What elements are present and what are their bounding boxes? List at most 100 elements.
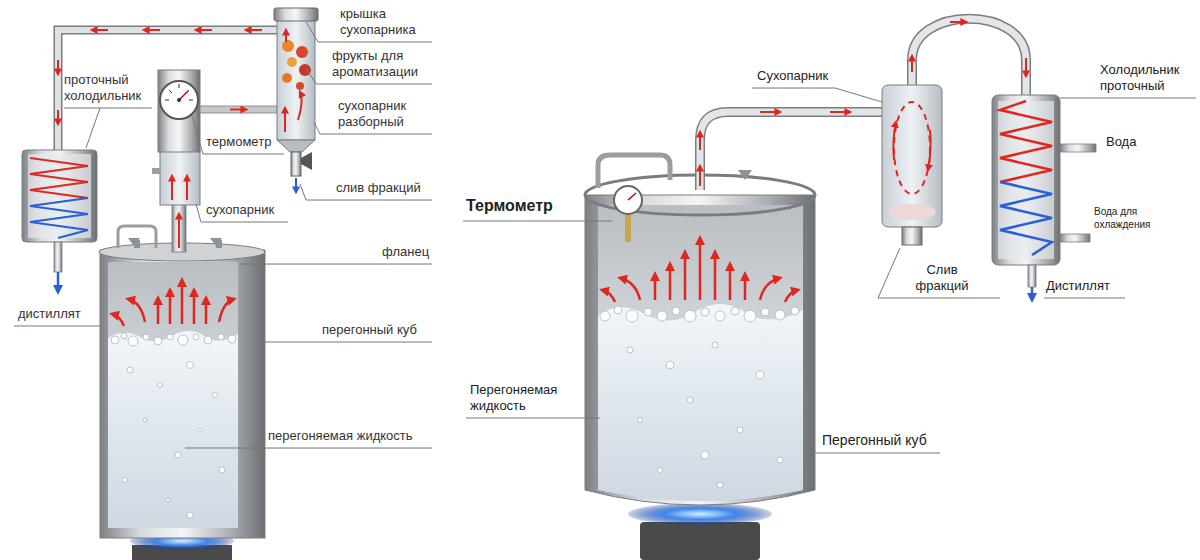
- right-leader-lines: [752, 88, 882, 102]
- part-label: сухопарник: [206, 202, 286, 218]
- right-bubbles: [756, 371, 764, 379]
- part-label: проточный холодильник: [64, 72, 152, 105]
- right-burner: [628, 503, 772, 525]
- right-pipe-arrows: [760, 111, 780, 113]
- left-vapor-arrows: [205, 298, 208, 324]
- left-bubbles: [175, 452, 181, 458]
- right-dryer: [882, 85, 942, 227]
- left-leader-lines: [240, 264, 432, 265]
- right-dryer: [894, 102, 930, 194]
- left-bubbles: [218, 334, 224, 340]
- left-leader-lines: [265, 342, 432, 343]
- left-bubbles: [204, 336, 212, 344]
- distillate-arrow: [57, 272, 60, 292]
- left-bubbles: [166, 498, 170, 502]
- part-label: Холодильник проточный: [1100, 62, 1196, 95]
- right-leader-lines: [812, 453, 940, 454]
- left-bubbles: [198, 428, 202, 432]
- right-bubbles: [715, 311, 725, 321]
- left-still-pot: [134, 240, 140, 248]
- right-pipe-arrows: [700, 22, 1026, 186]
- left-bubbles: [193, 334, 199, 340]
- part-label: Дистиллят: [1046, 278, 1126, 294]
- right-vapor-arrows: [729, 264, 732, 300]
- part-label: Перегонный куб: [822, 432, 942, 450]
- left-still-pot: [108, 331, 238, 528]
- left-column: [152, 168, 160, 174]
- left-column-arrows: [172, 176, 187, 248]
- right-pipe-arrows: [699, 132, 701, 150]
- right-bubbles: [684, 310, 696, 322]
- left-bubbles: [213, 393, 218, 398]
- left-still-pot: [99, 226, 265, 538]
- right-bubbles: [672, 307, 680, 315]
- part-label: дистиллят: [18, 306, 98, 322]
- right-vapor-pipes: [700, 112, 882, 190]
- right-pipe-arrows: [699, 166, 701, 186]
- left-vapor-pipes: [200, 106, 277, 113]
- right-dryer-arrows: [928, 130, 931, 170]
- left-dismountable-dryer: [287, 57, 297, 67]
- left-vapor-arrows: [157, 298, 160, 324]
- left-leader-lines: [14, 22, 432, 448]
- right-bubbles: [744, 310, 756, 322]
- left-vapor-arrows: [112, 314, 124, 326]
- left-cooler: [54, 242, 62, 272]
- left-cooler: [22, 150, 97, 242]
- left-column-arrows: [178, 214, 180, 248]
- right-vapor-pipes: [700, 19, 1026, 190]
- right-leader-lines: [463, 88, 1196, 453]
- part-label: термометр: [206, 134, 286, 150]
- right-cooler: [992, 95, 1060, 265]
- right-leader-lines: [878, 248, 1000, 298]
- left-pipe-arrows: [57, 110, 59, 124]
- right-vapor-pipes: [912, 19, 1026, 96]
- right-still-pot: [598, 155, 670, 188]
- part-label: Вода для охлаждения: [1094, 206, 1166, 231]
- right-bubbles: [701, 308, 709, 316]
- left-bubbles: [187, 512, 193, 518]
- left-dismountable-dryer: [274, 8, 318, 176]
- left-still-pot: [100, 250, 265, 538]
- left-pipe-arrows: [92, 29, 108, 31]
- right-bubbles: [666, 361, 674, 369]
- right-thermometer: [614, 186, 642, 214]
- distillate-arrow: [1031, 287, 1034, 300]
- right-dryer-arrows: [893, 122, 896, 160]
- right-bubbles: [600, 306, 799, 488]
- right-bubbles: [777, 457, 783, 463]
- left-bubbles: [123, 478, 128, 483]
- right-bubbles: [687, 397, 693, 403]
- left-cooler: [30, 198, 88, 238]
- left-column-arrows: [171, 176, 173, 200]
- part-label: перегоняемая жидкость: [268, 428, 433, 444]
- left-bubbles: [228, 335, 236, 343]
- left-vapor-arrows: [112, 280, 234, 326]
- right-bubbles: [627, 347, 633, 353]
- part-label: Перегоняемая жидкость: [470, 382, 570, 415]
- left-bubbles: [219, 467, 225, 473]
- left-vapor-arrows: [169, 290, 172, 324]
- part-label: сухопарник разборный: [338, 98, 430, 131]
- left-bubbles: [178, 335, 188, 345]
- right-bubbles: [626, 310, 638, 322]
- right-bubbles: [731, 307, 739, 315]
- right-bubbles: [600, 311, 610, 321]
- left-vapor-pipes: [58, 30, 282, 150]
- left-dismountable-dryer: [274, 8, 318, 21]
- right-vapor-arrows: [785, 290, 798, 302]
- left-column-arrows: [186, 176, 188, 200]
- right-leader-lines: [466, 418, 600, 419]
- right-vapor-arrows: [684, 252, 687, 300]
- left-bubbles: [111, 336, 119, 344]
- left-cooler: [22, 150, 97, 272]
- left-column: [152, 70, 200, 252]
- part-label: Термометр: [466, 196, 576, 216]
- left-still-pot: [118, 226, 156, 248]
- right-still-pot: [738, 170, 752, 180]
- right-cooler: [1028, 265, 1036, 287]
- right-pipe-arrows: [1025, 58, 1027, 76]
- left-pipe-arrows: [57, 60, 59, 74]
- left-column: [158, 70, 200, 152]
